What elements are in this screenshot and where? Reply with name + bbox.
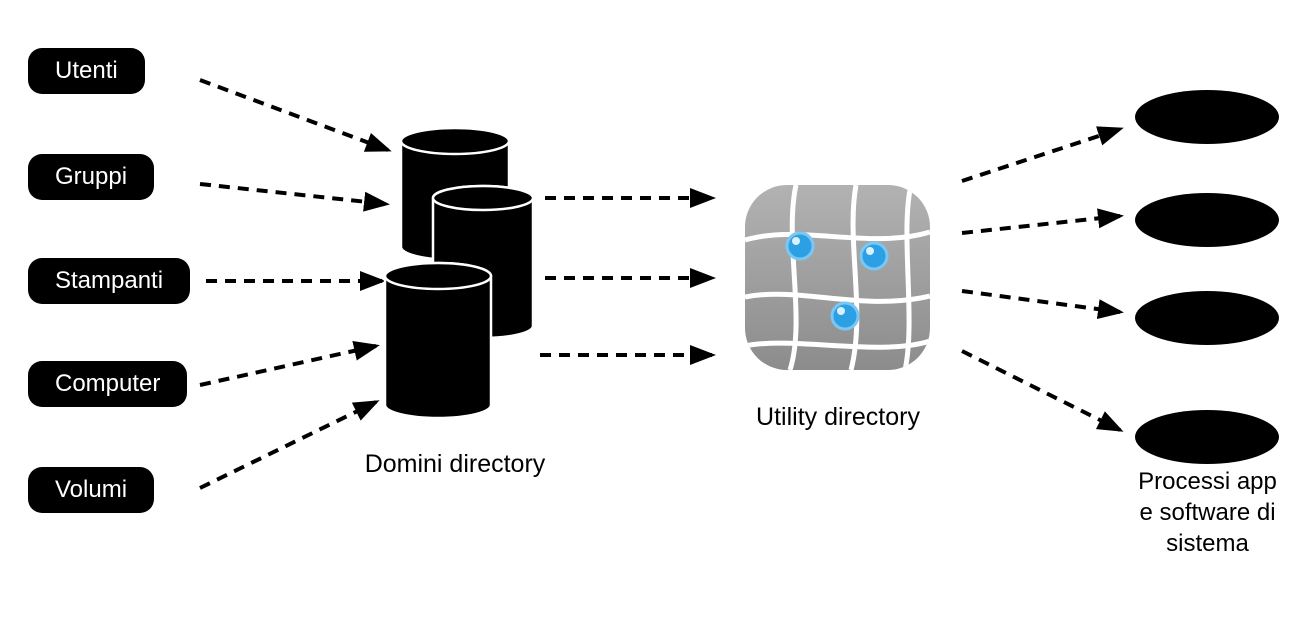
- arrow-utility-to-process-1: [961, 126, 1124, 183]
- processes-caption: Processi app e software di sistema: [1110, 466, 1303, 559]
- processes-caption-line-1: Processi app: [1138, 468, 1277, 495]
- process-ellipse: [1135, 410, 1279, 464]
- directory-domains-cylinders: [383, 126, 535, 420]
- source-label-volumi: Volumi: [28, 467, 155, 513]
- utility-caption: Utility directory: [756, 403, 920, 431]
- arrow-gruppi-to-domains: [199, 182, 390, 212]
- arrows-sources-to-domains: [199, 78, 392, 490]
- arrow-utility-to-process-4: [961, 349, 1124, 432]
- source-label-computer: Computer: [28, 361, 188, 407]
- process-ellipses: [1135, 90, 1279, 464]
- arrow-utility-to-process-3: [961, 289, 1124, 320]
- arrow-utility-to-process-2: [961, 208, 1124, 235]
- process-ellipse: [1135, 291, 1279, 345]
- arrows-utility-to-processes: [961, 126, 1124, 432]
- processes-caption-line-2: e software di: [1139, 499, 1276, 526]
- source-label-stampanti: Stampanti: [28, 258, 191, 304]
- processes-caption-line-3: sistema: [1166, 530, 1249, 557]
- source-label-gruppi: Gruppi: [28, 154, 155, 200]
- icon-grid-lines: [745, 185, 930, 370]
- source-label-utenti: Utenti: [28, 48, 145, 94]
- process-ellipse: [1135, 193, 1279, 247]
- arrow-computer-to-domains: [199, 340, 380, 387]
- arrow-volumi-to-domains: [199, 400, 380, 490]
- directory-domain-cylinder: [383, 261, 493, 420]
- arrows-domains-to-utility: [540, 188, 716, 365]
- process-ellipse: [1135, 90, 1279, 144]
- directory-utility-icon: [745, 185, 930, 370]
- arrow-utenti-to-domains: [199, 78, 392, 152]
- domains-caption: Domini directory: [364, 450, 546, 478]
- icon-node-dots: [785, 231, 889, 331]
